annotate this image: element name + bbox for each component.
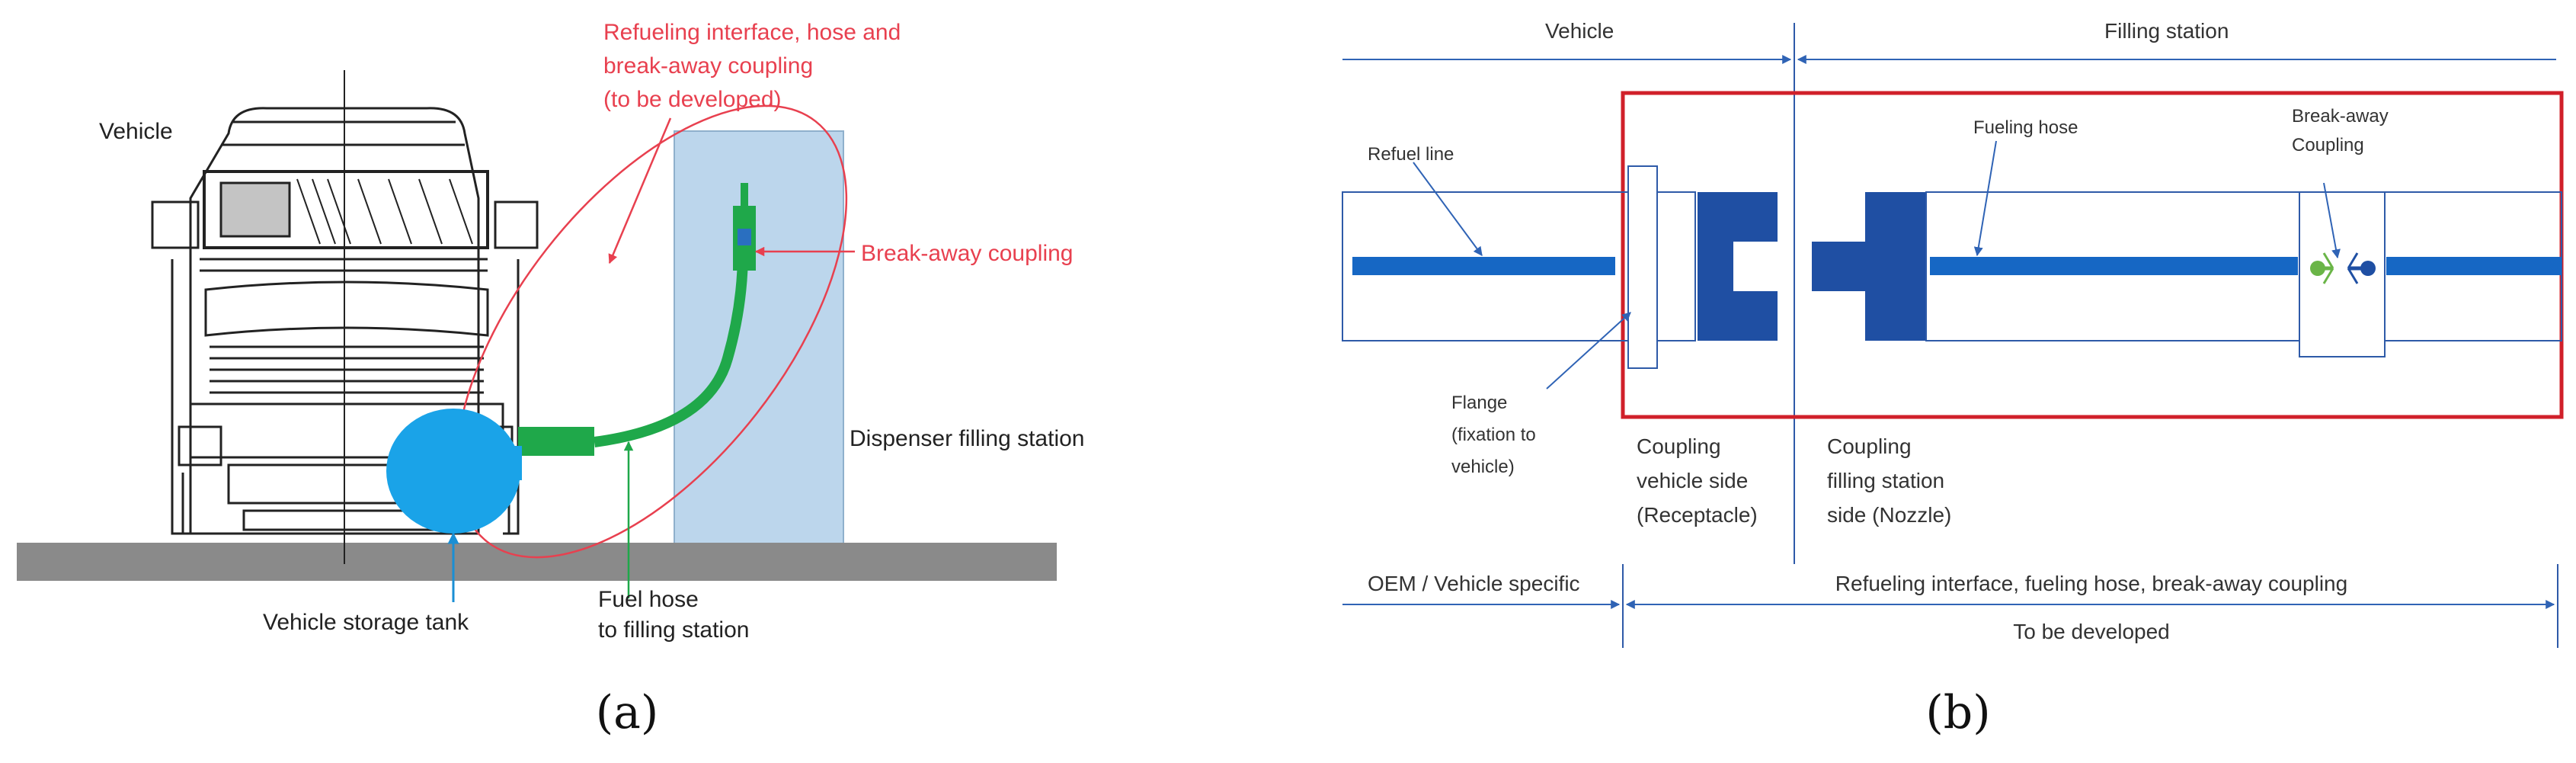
fuel-hose	[594, 251, 748, 447]
refuel-line-pointer	[1413, 162, 1483, 256]
hose-end	[2386, 257, 2562, 275]
flange	[1627, 165, 1658, 369]
tank-label: Vehicle storage tank	[263, 610, 469, 635]
flange-pointer	[1546, 312, 1631, 390]
ground-bar	[17, 543, 1057, 581]
dispenser-box	[674, 130, 844, 550]
receptacle	[1698, 192, 1778, 341]
refuel-line-label: Refuel line	[1368, 144, 1454, 165]
hose-label: Fuel hose to filling station	[598, 587, 749, 643]
interface-ellipse	[455, 104, 848, 559]
panel-b: Vehicle Filling station	[1342, 19, 2564, 739]
breakaway-coupling-core	[738, 229, 751, 245]
interface-label-b: Refueling interface, fueling hose, break…	[1835, 572, 2347, 595]
breakaway-label-b: Break-away Coupling	[2292, 106, 2393, 155]
coupling-station-label: Coupling filling station side (Nozzle)	[1827, 434, 1951, 527]
oem-label: OEM / Vehicle specific	[1368, 572, 1580, 595]
nozzle	[518, 427, 594, 456]
fueling-hose-pointer	[1973, 140, 1997, 257]
panel-a-caption: (a)	[596, 686, 659, 739]
refuel-line	[1352, 257, 1615, 275]
vehicle-header: Vehicle	[1545, 19, 1614, 43]
interface-label: Refueling interface, hose and break-away…	[603, 20, 907, 112]
breakaway-label: Break-away coupling	[861, 241, 1073, 266]
fueling-hose-label: Fueling hose	[1973, 117, 2078, 138]
vehicle-label: Vehicle	[99, 119, 173, 144]
tank-fitting	[488, 446, 522, 480]
interface-frame	[1621, 91, 2564, 419]
breakaway-pointer-b	[2323, 182, 2341, 259]
breakaway-symbol	[2310, 252, 2376, 284]
coupling-vehicle-label: Coupling vehicle side (Receptacle)	[1637, 434, 1758, 527]
develop-label: To be developed	[2013, 620, 2170, 643]
panel-b-caption: (b)	[1925, 686, 1990, 739]
panel-a: Vehicle Refueling interface, hose and br…	[17, 20, 1084, 739]
receptacle-housing	[1656, 191, 1696, 341]
fueling-hose	[1930, 257, 2298, 275]
interface-pointer	[608, 117, 672, 264]
dispenser-label: Dispenser filling station	[850, 426, 1084, 451]
truck-sketch	[151, 70, 539, 564]
flange-label: Flange (fixation to vehicle)	[1451, 393, 1541, 477]
vehicle-storage-tank	[386, 409, 520, 534]
station-header: Filling station	[2104, 19, 2229, 43]
nozzle-shape	[1812, 192, 1926, 341]
